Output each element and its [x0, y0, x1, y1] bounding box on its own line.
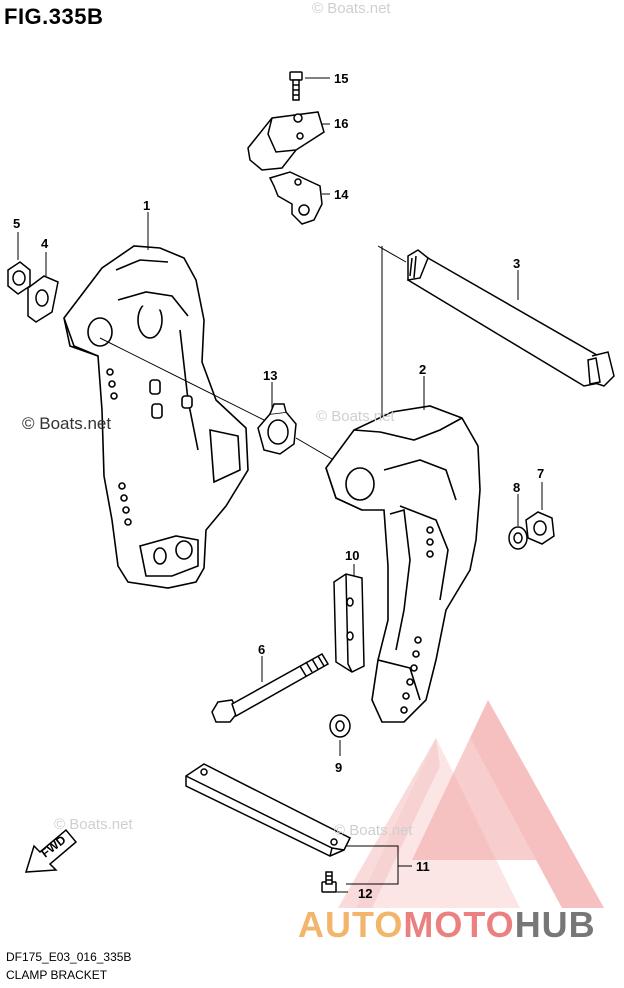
- part-11-long-plate: [185, 763, 352, 857]
- watermark-faded: © Boats.net: [54, 816, 133, 833]
- figure-title: FIG.335B: [4, 4, 104, 29]
- brand-triangle-logo: [338, 700, 604, 908]
- fwd-arrow-icon: FWD: [24, 828, 78, 873]
- axis-line-left: [99, 337, 273, 425]
- callout-14: 14: [334, 187, 349, 202]
- figure-caption: CLAMP BRACKET: [6, 968, 108, 982]
- callout-7: 7: [537, 466, 544, 481]
- part-6-bolt: [211, 652, 330, 723]
- callout-13: 13: [263, 368, 277, 383]
- part-5-nut: [7, 261, 31, 295]
- leader-11: [346, 845, 399, 885]
- watermark-faded: © Boats.net: [316, 408, 395, 425]
- brand-part-2: MOTO: [403, 904, 515, 945]
- callout-16: 16: [334, 116, 348, 131]
- part-2-clamp-bracket-right: [325, 405, 481, 723]
- callout-2: 2: [419, 362, 426, 377]
- part-12-bolt: [321, 871, 337, 893]
- callout-15: 15: [334, 71, 348, 86]
- callout-6: 6: [258, 642, 265, 657]
- part-14-bracket: [268, 171, 323, 225]
- brand-part-3: HUB: [514, 904, 596, 945]
- watermark-main: © Boats.net: [22, 414, 112, 433]
- callout-1: 1: [143, 198, 150, 213]
- callout-4: 4: [41, 236, 49, 251]
- callout-8: 8: [513, 480, 520, 495]
- callout-11: 11: [416, 859, 430, 874]
- brand-wordmark: AUTOMOTOHUB: [298, 904, 596, 946]
- callout-12: 12: [358, 886, 372, 901]
- callout-9: 9: [335, 760, 342, 775]
- figure-code: DF175_E03_016_335B: [6, 950, 132, 964]
- callout-3: 3: [513, 256, 520, 271]
- part-16-cover: [247, 111, 325, 171]
- part-3-shaft: [407, 249, 615, 387]
- part-9-washer: [329, 714, 351, 738]
- callout-10: 10: [345, 548, 359, 563]
- part-7-nut: [525, 511, 555, 545]
- part-8-washer: [508, 526, 528, 550]
- watermark-faded: © Boats.net: [312, 0, 391, 17]
- watermark-faded: © Boats.net: [334, 822, 413, 839]
- brand-part-1: AUTO: [298, 904, 404, 945]
- axis-line-shaft: [377, 245, 407, 263]
- part-10-plate: [333, 573, 365, 673]
- part-4-washer: [27, 275, 59, 323]
- part-1-clamp-bracket-left: [63, 245, 249, 589]
- part-13-bushing: [257, 403, 297, 455]
- part-15-bolt: [289, 71, 303, 101]
- callout-5: 5: [13, 216, 20, 231]
